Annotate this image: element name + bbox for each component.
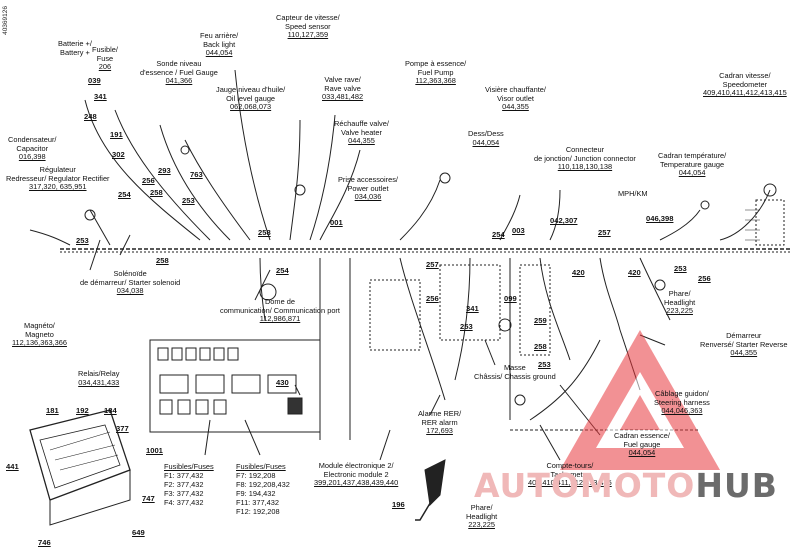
callout: 184 <box>104 406 117 415</box>
callout: 1001 <box>146 446 163 455</box>
callout: 747 <box>142 494 155 503</box>
callout: 253 <box>674 264 687 273</box>
callout: 001 <box>330 218 343 227</box>
callout: 256 <box>426 294 439 303</box>
callout: 763 <box>190 170 203 179</box>
reference-number: 40369126 <box>2 6 9 35</box>
callout: 042,307 <box>550 216 578 225</box>
callout: 248 <box>84 112 97 121</box>
callout: 258 <box>150 188 163 197</box>
callout: 293 <box>158 166 171 175</box>
callout: 257 <box>426 260 439 269</box>
callout: 259 <box>534 316 547 325</box>
watermark-logo <box>560 330 720 470</box>
fuse-list-right: Fusibles/Fuses F7: 192,208 F8: 192,208,4… <box>236 462 290 516</box>
callout: 039 <box>88 76 101 85</box>
callout: 253 <box>76 236 89 245</box>
callout: 377 <box>116 424 129 433</box>
callout: 258 <box>258 228 271 237</box>
callout: 256 <box>698 274 711 283</box>
callout: 254 <box>276 266 289 275</box>
callout: 441 <box>6 462 19 471</box>
callout: 254 <box>492 230 505 239</box>
callout: 253 <box>538 360 551 369</box>
callout: 258 <box>156 256 169 265</box>
label-electronic-module-2: Module électronique 2/Electronic module … <box>314 461 399 488</box>
callout: 258 <box>534 342 547 351</box>
callout: 420 <box>628 268 641 277</box>
callout: 256 <box>142 176 155 185</box>
callout: 046,398 <box>646 214 674 223</box>
fuse-list-left: Fusibles/Fuses F1: 377,432 F2: 377,432 F… <box>164 462 214 507</box>
callout: 420 <box>572 268 585 277</box>
callout: 257 <box>598 228 611 237</box>
callout: 192 <box>76 406 89 415</box>
callout: 430 <box>276 378 289 387</box>
callout: 746 <box>38 538 51 547</box>
callout: 341 <box>94 92 107 101</box>
label-mph-km: MPH/KM <box>618 189 648 198</box>
callout: 003 <box>512 226 525 235</box>
callout: 302 <box>112 150 125 159</box>
callout: 649 <box>132 528 145 537</box>
watermark-text: AUTOMOTOHUB <box>474 466 778 505</box>
callout: 196 <box>392 500 405 509</box>
callout: 191 <box>110 130 123 139</box>
callout: 254 <box>118 190 131 199</box>
callout: 099 <box>504 294 517 303</box>
label-battery: Batterie +/Battery + <box>58 39 92 57</box>
callout: 253 <box>182 196 195 205</box>
callout: 181 <box>46 406 59 415</box>
callout: 341 <box>466 304 479 313</box>
callout: 253 <box>460 322 473 331</box>
